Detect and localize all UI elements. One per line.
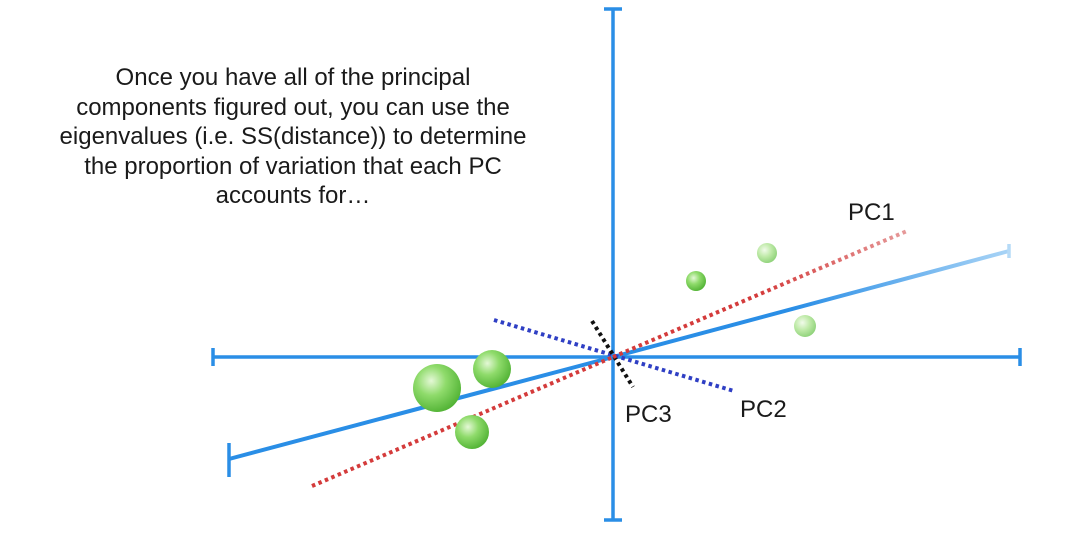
caption-line-1: Once you have all of the principal xyxy=(115,64,471,91)
caption-line-2: components figured out, you can use the xyxy=(76,93,510,121)
pc2-label: PC2 xyxy=(740,396,787,423)
pc3-line xyxy=(590,319,635,389)
vertical-axis xyxy=(604,7,622,522)
data-point xyxy=(413,364,461,412)
pc1-label: PC1 xyxy=(848,199,895,226)
data-point xyxy=(455,415,489,449)
caption-line-3: eigenvalues (i.e. SS(distance)) to deter… xyxy=(59,123,527,150)
caption-line-4: the proportion of variation that each PC xyxy=(84,152,502,180)
data-point xyxy=(473,350,511,388)
pc3-label: PC3 xyxy=(625,401,672,428)
data-point xyxy=(794,315,816,337)
data-point xyxy=(686,271,706,291)
rotated-blue-axis xyxy=(227,244,1011,477)
caption-line-5: accounts for… xyxy=(215,182,371,209)
data-points xyxy=(413,243,816,449)
data-point xyxy=(757,243,777,263)
